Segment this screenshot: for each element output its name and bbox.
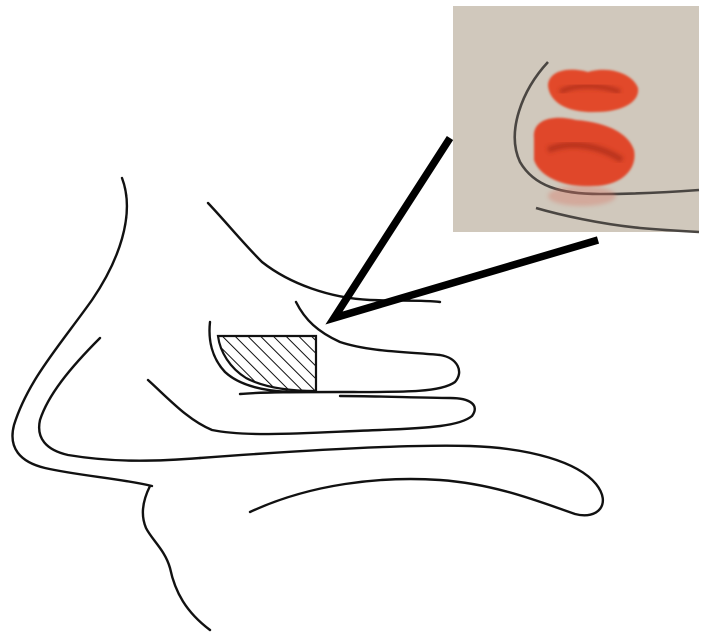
inner-ala-line	[39, 338, 200, 461]
nose-outline	[12, 178, 602, 630]
hatched-region	[218, 336, 316, 391]
upper-lip-contour	[143, 486, 210, 630]
inferior-turbinate-line	[200, 446, 603, 516]
upper-turbinate-line	[208, 203, 440, 302]
tissue-blood-stain	[548, 186, 616, 206]
specimen-photo	[453, 6, 699, 232]
nasal-profile-line	[12, 178, 152, 486]
